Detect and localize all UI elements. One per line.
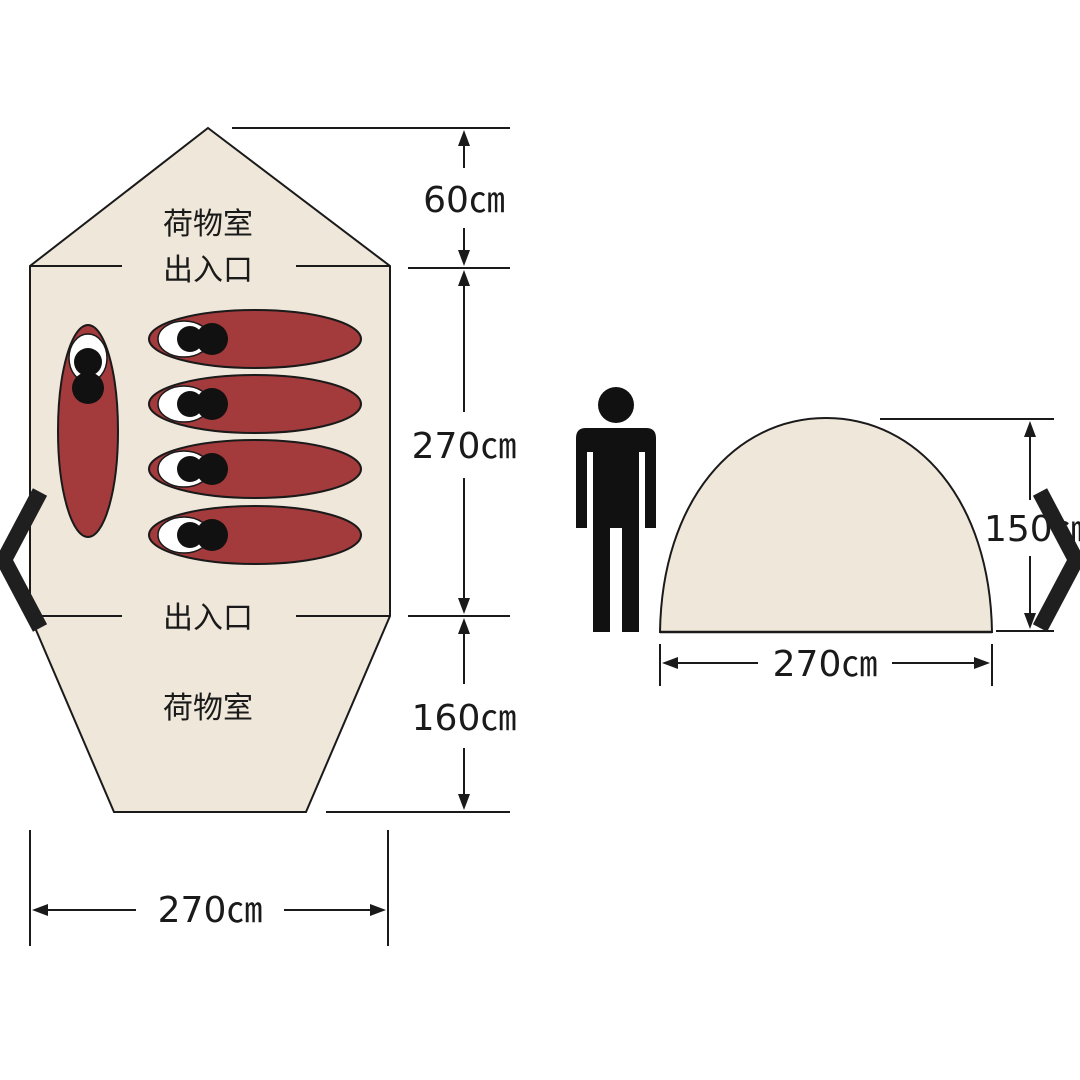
sleeping-bag-4 bbox=[148, 505, 362, 565]
dim-side-width: 270㎝ bbox=[659, 644, 993, 686]
dim-floor-width-label: 270㎝ bbox=[158, 890, 263, 931]
next-image-button[interactable] bbox=[1030, 480, 1080, 640]
dim-floor-width: 270㎝ bbox=[29, 830, 389, 946]
sleeper-head bbox=[177, 391, 203, 417]
dim-rear-vestibule-label: 160㎝ bbox=[412, 698, 517, 739]
front-storage-label: 荷物室 bbox=[163, 207, 253, 242]
front-entrance-label: 出入口 bbox=[163, 253, 253, 288]
rear-entrance-label: 出入口 bbox=[163, 601, 253, 636]
side-view: 150㎝ 270㎝ bbox=[576, 387, 1080, 686]
sleeping-bag-vertical bbox=[57, 324, 119, 538]
dim-side-width-label: 270㎝ bbox=[773, 644, 878, 685]
sleeper-head bbox=[177, 522, 203, 548]
chevron-left-icon bbox=[0, 488, 48, 632]
dim-front-vestibule: 60㎝ bbox=[423, 130, 505, 266]
dim-rear-vestibule: 160㎝ bbox=[412, 618, 517, 810]
sleeping-bag-1 bbox=[148, 309, 362, 369]
chevron-right-icon bbox=[1032, 488, 1080, 632]
dim-inner-length-label: 270㎝ bbox=[412, 426, 517, 467]
prev-image-button[interactable] bbox=[0, 480, 60, 640]
sleeping-bag-2 bbox=[148, 374, 362, 434]
sleeper-head bbox=[177, 456, 203, 482]
person-icon bbox=[576, 387, 656, 632]
sleeping-bag-3 bbox=[148, 439, 362, 499]
dim-inner-length: 270㎝ bbox=[412, 270, 517, 614]
rear-storage-label: 荷物室 bbox=[163, 691, 253, 726]
dim-front-vestibule-label: 60㎝ bbox=[423, 180, 505, 221]
sleeper-head bbox=[74, 348, 102, 376]
floor-plan: 荷物室 出入口 出入口 荷物室 bbox=[29, 126, 517, 946]
sleeper-head bbox=[177, 326, 203, 352]
tent-dome-side bbox=[658, 416, 994, 633]
